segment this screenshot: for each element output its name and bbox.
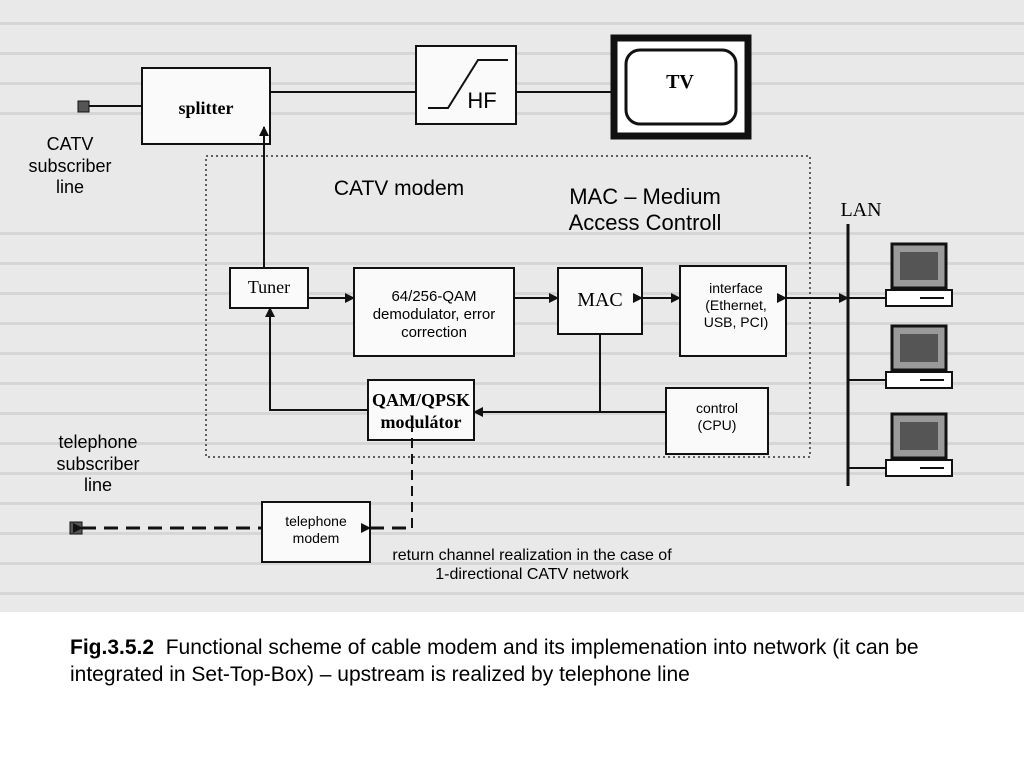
mac-label: MAC	[577, 289, 623, 311]
telephone-line-label: telephone subscriber line	[56, 432, 140, 496]
lan-label: LAN	[840, 199, 882, 221]
mac-box	[557, 267, 643, 335]
return-channel-label: return channel realization in the case o…	[392, 547, 672, 584]
tuner-label: Tuner	[247, 277, 291, 297]
figure-caption-text: Functional scheme of cable modem and its…	[70, 636, 919, 687]
figure-caption-label: Fig.3.5.2	[70, 636, 155, 659]
splitter-label: splitter	[178, 98, 234, 118]
hf-label: HF	[467, 88, 497, 113]
catv-modem-enclosure	[205, 155, 811, 458]
telephone-connector	[69, 521, 83, 535]
mac-title-label: MAC – Medium Access Controll	[568, 184, 722, 236]
demodulator-label: 64/256-QAM demodulator, error correction	[372, 288, 496, 341]
telephone-modem-label: telephone modem	[285, 513, 347, 546]
pc-icon-2	[885, 324, 953, 389]
modulator-box	[367, 379, 475, 441]
modulator-label: QAM/QPSK modulátor	[368, 390, 474, 433]
control-label: control (CPU)	[695, 400, 739, 433]
splitter-box	[141, 67, 271, 145]
tv-label: TV	[666, 71, 694, 93]
interface-box	[679, 265, 787, 357]
pc-icon-1	[885, 242, 953, 307]
interface-label: interface (Ethernet, USB, PCI)	[703, 280, 769, 330]
catv-modem-label: CATV modem	[333, 177, 465, 200]
modulator-label-line2: modulátor	[380, 411, 462, 432]
catv-line-label: CATV subscriber line	[28, 134, 112, 198]
catv-connector	[77, 100, 90, 113]
cable-modem-diagram	[69, 34, 953, 563]
pc-icon-3	[885, 412, 953, 477]
demodulator-box	[353, 267, 515, 357]
modulator-label-line1: QAM/QPSK	[372, 390, 470, 410]
control-cpu-box	[665, 387, 769, 455]
figure-caption: Fig.3.5.2 Functional scheme of cable mod…	[70, 634, 970, 689]
telephone-modem-box	[261, 501, 371, 563]
